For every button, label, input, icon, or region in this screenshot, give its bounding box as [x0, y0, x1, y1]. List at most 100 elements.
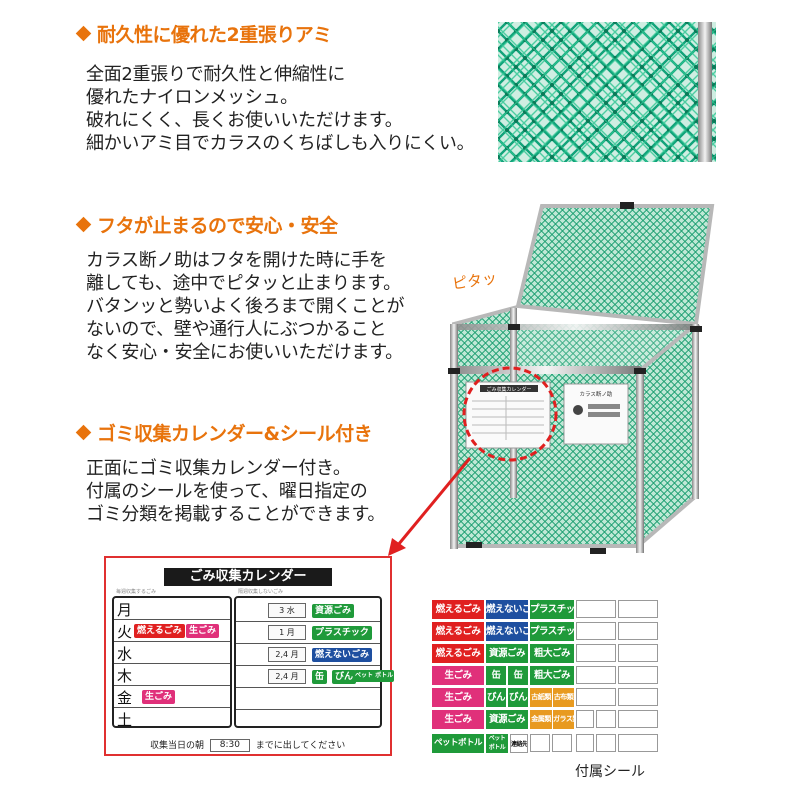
blank-sticker	[576, 600, 616, 618]
sticker: びん	[486, 688, 506, 707]
calendar-biweekly-column: 3 水 資源ごみ 1 月 プラスチック 2,4 月 燃えないごみ 2,4 月 缶…	[234, 596, 395, 728]
cage-info-label: カラス断ノ助	[580, 390, 613, 398]
blank-sticker	[576, 622, 616, 640]
calendar-sub-left: 毎週収集するごみ	[116, 589, 157, 595]
blank-sticker	[576, 666, 616, 684]
sticker: ペットボトル	[432, 734, 484, 753]
tag-non-burnable: 燃えないごみ	[312, 648, 373, 662]
cage-calendar-label: ごみ収集カレンダー	[486, 386, 531, 393]
blank-sticker	[618, 666, 658, 684]
section2-line: ないので、壁や通行人にぶつかること	[86, 319, 387, 340]
collection-calendar: ごみ収集カレンダー 毎週収集するごみ 隔週収集しないごみ 月 火 燃えるごみ 生…	[104, 556, 395, 756]
footer-before: 収集当日の朝	[150, 741, 205, 751]
blank-sticker	[530, 734, 550, 752]
calendar-right-row: 2,4 月 缶 びん ペット ボトル	[236, 666, 395, 688]
section3-line: 正面にゴミ収集カレンダー付き。	[86, 458, 351, 479]
sticker: ガラス類	[553, 710, 574, 729]
calendar-day-row: 月	[114, 598, 230, 620]
section3-body: 正面にゴミ収集カレンダー付き。 付属のシールを使って、曜日指定の ゴミ分類を掲載…	[86, 457, 385, 526]
sticker: 粗大ごみ	[530, 644, 574, 663]
blank-sticker	[576, 644, 616, 662]
sticker: 古紙類	[530, 688, 552, 707]
tag-food-waste: 生ごみ	[186, 624, 220, 638]
section1-body: 全面2重張りで耐久性と伸縮性に 優れたナイロンメッシュ。 破れにくく、長くお使い…	[86, 63, 475, 155]
date-box: 3 水	[268, 603, 306, 618]
section1-line: 優れたナイロンメッシュ。	[86, 87, 298, 108]
section2-line: 離しても、途中でピタッと止まります。	[86, 273, 401, 294]
section2-line: バタンッと勢いよく後ろまで開くことが	[86, 296, 405, 317]
day-label: 火	[117, 623, 133, 641]
tag-plastic: プラスチック	[312, 626, 372, 640]
tag-resource: 資源ごみ	[312, 604, 355, 618]
calendar-right-row: 2,4 月 燃えないごみ	[236, 644, 380, 666]
date-box: 2,4 月	[268, 669, 306, 684]
sticker: 燃えるごみ	[432, 622, 484, 641]
day-label: 水	[117, 645, 133, 663]
sticker: プラスチック	[530, 600, 574, 619]
sticker: 燃えるごみ	[432, 600, 484, 619]
garbage-cage-image: ごみ収集カレンダー カラス断ノ助	[448, 202, 715, 554]
sticker: 缶	[508, 666, 528, 685]
sticker: 生ごみ	[432, 710, 484, 729]
sticker: 資源ごみ	[486, 644, 528, 663]
section2-body: カラス断ノ助はフタを開けた時に手を 離しても、途中でピタッと止まります。 バタン…	[86, 249, 405, 364]
sticker: 生ごみ	[432, 688, 484, 707]
section3-line: 付属のシールを使って、曜日指定の	[86, 481, 368, 502]
tag-bottle: びん	[332, 670, 357, 684]
calendar-day-row: 金 生ごみ	[114, 686, 230, 708]
section2-heading: フタが止まるので安心・安全	[75, 211, 338, 238]
day-label: 月	[117, 601, 133, 619]
blank-sticker	[576, 688, 616, 706]
day-label: 土	[117, 711, 133, 729]
blank-sticker	[618, 644, 658, 662]
sticker-caption: 付属シール	[575, 764, 645, 780]
section1-heading: 耐久性に優れた2重張りアミ	[75, 20, 332, 47]
sticker: ペット ボトル	[486, 734, 508, 753]
section3-heading-text: ゴミ収集カレンダー&シール付き	[97, 423, 373, 445]
calendar-day-row: 水	[114, 642, 230, 664]
calendar-weekday-column: 月 火 燃えるごみ 生ごみ 水 木 金 生ごみ 土	[112, 596, 232, 729]
double-net-photo	[498, 22, 716, 162]
sticker: 缶	[486, 666, 506, 685]
calendar-right-row: 1 月 プラスチック	[236, 622, 380, 644]
sticker: 燃えないごみ	[486, 600, 528, 619]
date-box: 1 月	[268, 625, 306, 640]
tag-burnable: 燃えるごみ	[134, 624, 185, 638]
blank-sticker	[618, 734, 658, 752]
blank-sticker	[618, 600, 658, 618]
sticker: 連絡先	[510, 734, 528, 753]
blank-sticker	[576, 710, 594, 728]
day-label: 木	[117, 667, 133, 685]
blank-sticker	[552, 734, 572, 752]
sticker: 生ごみ	[432, 666, 484, 685]
section3-line: ゴミ分類を掲載することができます。	[86, 504, 386, 525]
sticker: 古布類	[553, 688, 574, 707]
sticker: 燃えるごみ	[432, 644, 484, 663]
calendar-sub-right: 隔週収集しないごみ	[238, 589, 284, 595]
net-mesh-image	[498, 22, 716, 162]
sticker: プラスチック	[530, 622, 574, 641]
blank-sticker	[576, 734, 594, 752]
calendar-title: ごみ収集カレンダー	[164, 568, 332, 586]
calendar-right-row	[236, 688, 380, 710]
calendar-right-row: 3 水 資源ごみ	[236, 600, 380, 622]
sticker: 燃えないごみ	[486, 622, 528, 641]
footer-after: までに出してください	[255, 741, 346, 751]
calendar-footer: 収集当日の朝 8:30 までに出してください	[150, 738, 345, 752]
calendar-day-row: 木	[114, 664, 230, 686]
sticker: びん	[508, 688, 528, 707]
sticker: 金属類	[530, 710, 552, 729]
garbage-cage-photo: ごみ収集カレンダー カラス断ノ助	[440, 196, 730, 566]
section2-line: なく安心・安全にお使いいただけます。	[86, 342, 403, 363]
section1-line: 全面2重張りで耐久性と伸縮性に	[86, 64, 345, 85]
sticker: 粗大ごみ	[530, 666, 574, 685]
tag-pet-bottle: ペット ボトル	[354, 670, 395, 682]
blank-sticker	[618, 688, 658, 706]
section3-heading: ゴミ収集カレンダー&シール付き	[75, 419, 373, 446]
section2-heading-text: フタが止まるので安心・安全	[97, 215, 338, 237]
tag-can: 缶	[312, 670, 328, 684]
section2-line: カラス断ノ助はフタを開けた時に手を	[86, 250, 387, 271]
sticker: 資源ごみ	[486, 710, 528, 729]
section1-heading-text: 耐久性に優れた2重張りアミ	[97, 24, 332, 46]
